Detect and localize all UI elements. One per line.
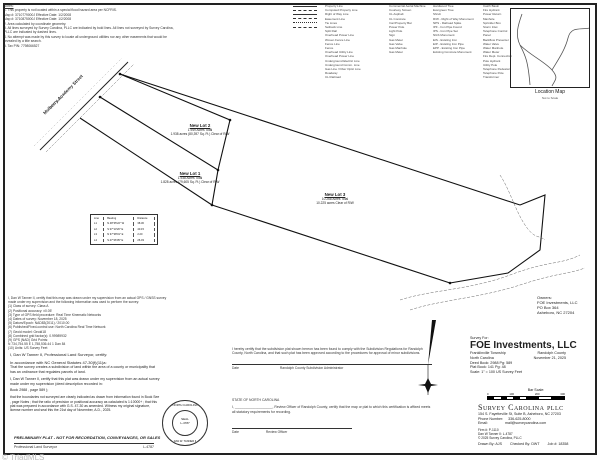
legend-col-1: Property Line Computed Property Line Rig… xyxy=(325,4,361,80)
location-map-roads xyxy=(516,13,591,87)
notes-block: Notes: 1. This property is not located w… xyxy=(4,4,174,48)
firm-block: Survey Carolina pllc 154 S. Fayetteville… xyxy=(478,403,596,446)
location-map xyxy=(510,8,590,88)
preliminary-plat-notice: PRELIMINARY PLAT - NOT FOR RECORDATION, … xyxy=(14,435,161,440)
lot-label-1: New Lot 1 1.938 Acres Total 1.828 acres … xyxy=(160,171,220,184)
legend-col-4: Catch Basin Fire Hydrant Power Return Ma… xyxy=(483,4,513,80)
note-item: 3. All lines surveyed by Survey Carolina… xyxy=(4,26,174,35)
client-name: FOE Investments, LLC xyxy=(470,340,577,351)
note-item: 5. Tax PIN: 7798066527 xyxy=(4,43,40,48)
surveyor-seal: NORTH CAROLINA SEAL L-4787 DAN W. TANNER… xyxy=(162,400,208,446)
street-lines xyxy=(33,57,135,153)
table-row: L1 N 48°45'22" W 38.30 xyxy=(93,222,155,226)
creek-lines xyxy=(399,174,586,311)
legend-col-3: Hardwood Tree Evergreen Tree Shrub R/W -… xyxy=(433,4,474,55)
notes-heading: Notes: xyxy=(4,4,14,8)
location-map-subtitle: Not to Scale xyxy=(541,96,559,100)
legend-col-2: Commercial Aerial Machine Courtesy Scree… xyxy=(389,4,426,55)
plat-sheet xyxy=(3,3,597,455)
owners-block: Owners: FOE Investments, LLC PO Box 364 … xyxy=(537,295,578,315)
note-item: 2. Area calculated by coordinate geometr… xyxy=(4,21,67,26)
lot-label-2: New Lot 2 1.949 Acres Total 1.938 acres … xyxy=(170,123,230,136)
title-block: Survey For: FOE Investments, LLC Frankli… xyxy=(470,336,595,375)
bar-scale: Bar Scale: 0 100 200 300 xyxy=(487,388,567,400)
review-officer-certificate: STATE OF NORTH CAROLINA I, _____________… xyxy=(232,398,431,434)
lot-boundaries xyxy=(79,73,546,284)
lot-label-3: New Lot 3 10.268 Acres Total 10.225 acre… xyxy=(316,192,354,205)
location-map-title: Location Map xyxy=(534,89,566,95)
corner-markers xyxy=(98,72,452,285)
table-row: L3 N 37°28'01" E 2.20 xyxy=(93,233,155,237)
surveyor-certificate: I, Dan W Tanner II, Professional Land Su… xyxy=(10,352,160,413)
line-table: Line Bearing Distance L1 N 48°45'22" W 3… xyxy=(90,214,158,246)
watermark: © TriadMLS xyxy=(2,453,45,461)
table-row: L2 S 37°13'20" E 40.15 xyxy=(93,227,155,232)
surveyor-signature-line: Professional Land Surveyor L-4787 xyxy=(14,443,154,449)
north-arrow-icon xyxy=(418,320,438,395)
symbol-legend: Property Line Computed Property Line Rig… xyxy=(293,4,512,94)
note-item: 1. This property is not located within a… xyxy=(4,8,117,13)
gps-survey-certificate: I, Dan W Tanner II, certify that this ma… xyxy=(8,296,167,351)
firm-name: Survey Carolina pllc xyxy=(478,403,564,412)
note-item: Map #: 3710875000J Effective Date: 1/2/2… xyxy=(4,17,72,22)
line-table-header: Line Bearing Distance xyxy=(93,217,155,221)
legend-line-symbols xyxy=(293,4,319,29)
note-item: Map #: 3710779000J Effective Date: 1/2/2… xyxy=(4,12,72,17)
county-approval-certificate: I hereby certify that the subdivision pl… xyxy=(232,347,432,370)
note-item: 4. No attempt was made by this survey to… xyxy=(4,34,167,44)
table-row: L4 S 47°26'05" E 26.03 xyxy=(93,238,155,243)
